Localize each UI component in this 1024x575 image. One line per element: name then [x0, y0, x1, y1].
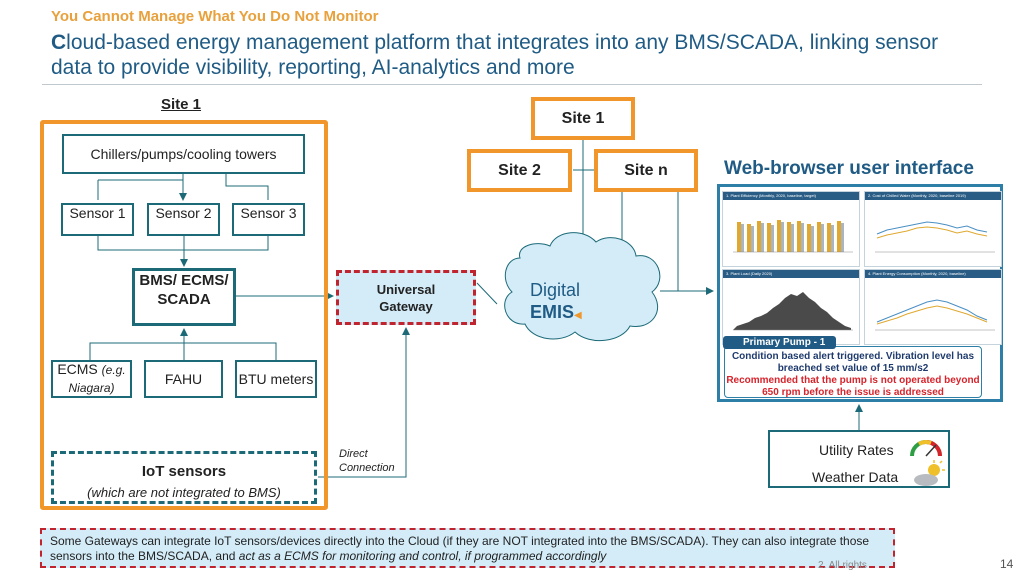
title-first-letter: C — [51, 31, 67, 54]
utility-rates-label: Utility Rates — [819, 442, 894, 458]
ecms-note: (e.g. Niagara) — [68, 363, 126, 395]
sensor-1-box: Sensor 1 — [61, 203, 134, 236]
alert-line2: Recommended that the pump is not operate… — [726, 375, 980, 398]
line-chart-graphic — [875, 221, 995, 253]
alert-message-box: Condition based alert triggered. Vibrati… — [724, 346, 982, 398]
sensor-2-box: Sensor 2 — [147, 203, 220, 236]
footnote-text: Some Gateways can integrate IoT sensors/… — [50, 534, 870, 563]
iot-title: IoT sensors — [141, 463, 227, 480]
chillers-box: Chillers/pumps/cooling towers — [62, 134, 305, 174]
cloud-line1: Digital — [530, 280, 581, 300]
site1-frame — [40, 120, 328, 510]
weather-data-label: Weather Data — [812, 469, 899, 485]
line-iot-gateway — [318, 327, 410, 478]
sensor-3-box: Sensor 3 — [232, 203, 305, 236]
utility-weather-box: Utility Rates Weather Data — [768, 430, 950, 488]
footnote-box: Some Gateways can integrate IoT sensors/… — [40, 528, 895, 568]
line-gateway-cloud — [476, 282, 498, 305]
dashboard-panel-cost: 2. Cost of Chilled Water (Monthly, 2020,… — [864, 191, 1002, 267]
gateway-line2: Gateway — [379, 298, 433, 314]
weather-icon — [914, 460, 945, 486]
area-chart-graphic — [733, 292, 853, 331]
line-ecms-bus — [89, 342, 184, 360]
fahu-box: FAHU — [144, 360, 223, 398]
alert-line1: Condition based alert triggered. Vibrati… — [731, 351, 975, 374]
ecms-label: ECMS — [57, 361, 98, 377]
web-ui-title: Web-browser user interface — [724, 158, 974, 179]
gauge-icon — [910, 440, 942, 457]
bar-chart-graphic — [733, 220, 853, 253]
direct-connection-label: Direct Connection — [339, 448, 395, 474]
siten-box: Site n — [594, 149, 698, 192]
title-rest: loud-based energy management platform th… — [51, 31, 939, 79]
panel-title: 3. Plant Load (Daily 2020) — [723, 270, 859, 278]
alert-tag: Primary Pump - 1 — [723, 336, 836, 349]
line-chart-graphic — [875, 299, 995, 331]
btu-meters-box: BTU meters — [235, 360, 317, 398]
site2-box: Site 2 — [467, 149, 572, 192]
dashboard-panel-energy: 4. Plant Energy Consumption (Monthly, 20… — [864, 269, 1002, 345]
panel-title: 1. Plant Efficiency (Monthly, 2020, base… — [723, 192, 859, 200]
dashboard-panel-efficiency: 1. Plant Efficiency (Monthly, 2020, base… — [722, 191, 860, 267]
page-number: 14 — [1000, 557, 1014, 571]
copyright-text: 2. All rights — [818, 560, 867, 571]
site1-label: Site 1 — [161, 96, 202, 113]
ecms-box: ECMS (e.g. Niagara) — [51, 360, 132, 398]
bms-ecms-scada-box: BMS/ ECMS/ SCADA — [132, 268, 236, 326]
cloud-line2: EMIS — [530, 302, 575, 322]
header-kicker: You Cannot Manage What You Do Not Monito… — [51, 8, 379, 25]
universal-gateway-box: Universal Gateway — [336, 270, 476, 325]
header-divider — [42, 84, 982, 85]
site1-box: Site 1 — [531, 97, 635, 140]
iot-subtitle: (which are not integrated to BMS) — [87, 485, 281, 500]
dashboard-panel-load: 3. Plant Load (Daily 2020) — [722, 269, 860, 345]
iot-sensors-box: IoT sensors (which are not integrated to… — [51, 451, 317, 504]
line-chiller-sensor3 — [225, 174, 269, 200]
line-btu-bus — [184, 342, 277, 360]
line-sensor3-bus — [184, 236, 269, 251]
panel-title: 4. Plant Energy Consumption (Monthly, 20… — [865, 270, 1001, 278]
cloud-shape — [504, 232, 661, 342]
page-title: Cloud-based energy management platform t… — [51, 30, 971, 80]
footnote-italic: act as a ECMS for monitoring and control… — [238, 549, 607, 563]
digital-emis-label: Digital EMIS◀ — [530, 279, 582, 327]
gateway-line1: Universal — [376, 281, 436, 297]
line-sensor1-bus — [97, 236, 184, 251]
cursor-icon: ◀ — [574, 310, 582, 321]
panel-title: 2. Cost of Chilled Water (Monthly, 2020,… — [865, 192, 1001, 200]
